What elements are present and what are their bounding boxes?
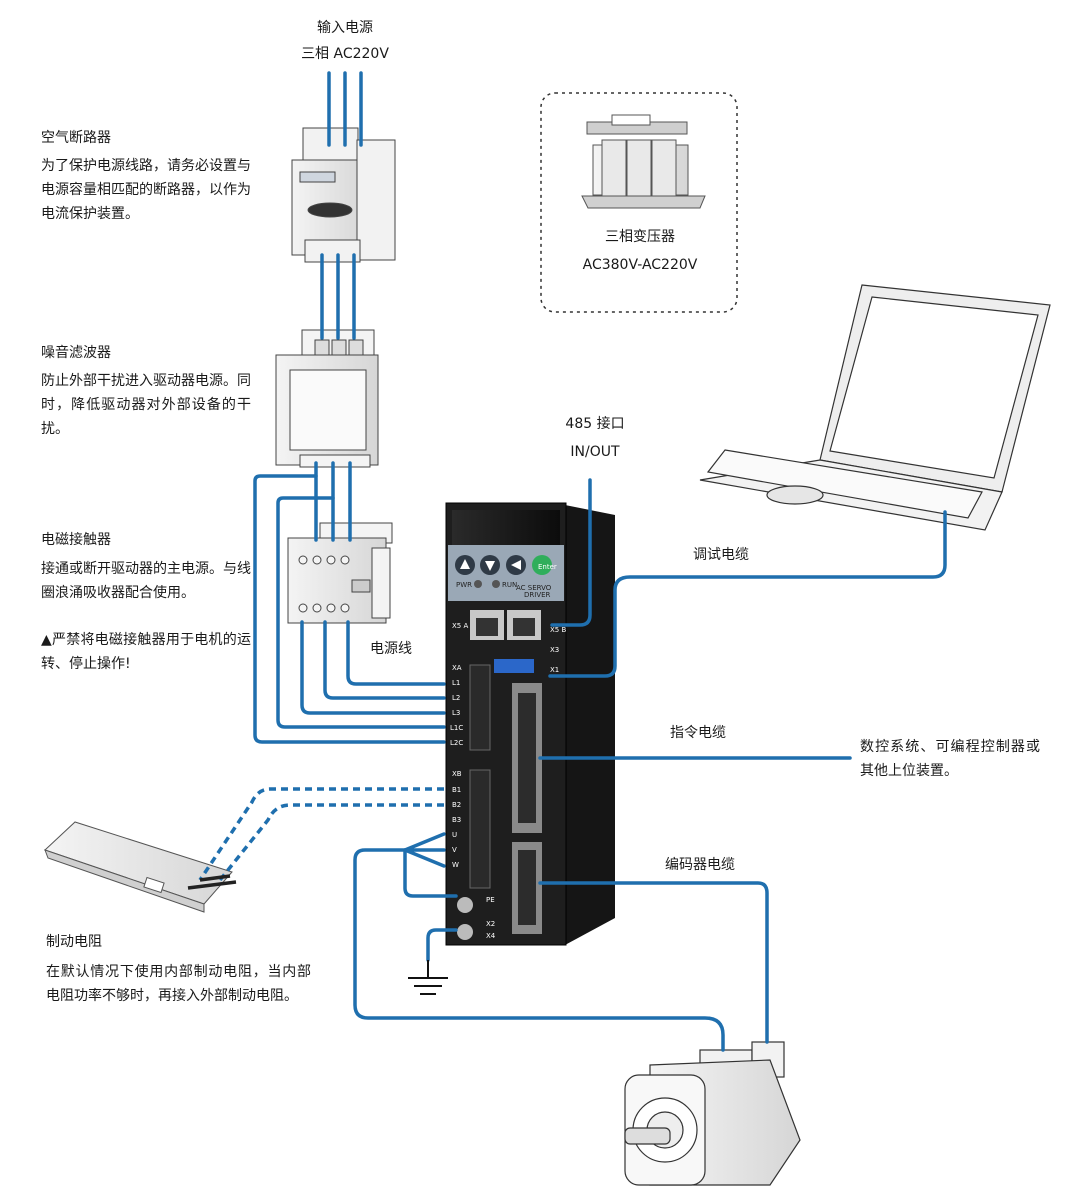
b2-label: B2: [452, 801, 461, 809]
l3-label: L3: [452, 709, 460, 717]
filter-desc: 防止外部干扰进入驱动器电源。同时，降低驱动器对外部设备的干扰。: [41, 373, 251, 437]
brake-resistor-cables: [198, 787, 444, 882]
brake-resistor-desc: 在默认情况下使用内部制动电阻，当内部电阻功率不够时，再接入外部制动电阻。: [46, 964, 311, 1004]
power-input-spec: 三相 AC220V: [301, 46, 389, 62]
x5a-label: X5 A: [452, 622, 468, 630]
x4-label: X4: [486, 932, 496, 940]
l1-label: L1: [452, 679, 460, 687]
w-label: W: [452, 861, 459, 869]
brake-resistor-image: [44, 821, 233, 913]
cables: [253, 71, 947, 1052]
pwr-led-label: PWR: [456, 581, 472, 589]
noise-filter-image: [275, 329, 379, 468]
brake-resistor-leads: [187, 874, 237, 890]
brake-resistor-title: 制动电阻: [46, 934, 102, 950]
ground-symbol: [408, 960, 448, 995]
laptop-image: [699, 284, 1051, 531]
contactor-desc: 接通或断开驱动器的主电源。与线圈浪涌吸收器配合使用。: [41, 561, 251, 601]
driver-port-labels: Enter PWR RUN AC SERVO DRIVER X5 A X5 B …: [450, 563, 566, 940]
contactor-warning: ▲严禁将电磁接触器用于电机的运转、停止操作!: [41, 632, 251, 672]
debug-cable-label: 调试电缆: [693, 547, 749, 563]
command-cable-label: 指令电缆: [670, 725, 726, 741]
x5b-label: X5 B: [550, 626, 566, 634]
transformer-optional-frame: [540, 92, 738, 313]
l2c-label: L2C: [450, 739, 463, 747]
l2-label: L2: [452, 694, 460, 702]
l1c-label: L1C: [450, 724, 463, 732]
transformer-title: 三相变压器: [605, 229, 675, 245]
x2-label: X2: [486, 920, 495, 928]
transformer-spec: AC380V-AC220V: [582, 257, 698, 273]
breaker-title: 空气断路器: [41, 130, 111, 146]
servo-motor-image: [624, 1041, 801, 1186]
contactor-image: [287, 522, 393, 624]
x1-label: X1: [550, 666, 559, 674]
xa-label: XA: [452, 664, 462, 672]
servo-driver: [445, 502, 615, 946]
transformer-image: [581, 114, 706, 209]
power-input-title: 输入电源: [317, 20, 373, 36]
breaker-desc: 为了保护电源线路，请务必设置与电源容量相匹配的断路器，以作为电流保护装置。: [41, 158, 251, 222]
encoder-cable-label: 编码器电缆: [665, 857, 735, 873]
xb-label: XB: [452, 770, 462, 778]
pe-label: PE: [486, 896, 495, 904]
u-label: U: [452, 831, 457, 839]
contactor-title: 电磁接触器: [41, 532, 111, 548]
filter-title: 噪音滤波器: [41, 345, 111, 361]
b3-label: B3: [452, 816, 461, 824]
rs485-title: 485 接口: [565, 416, 625, 432]
host-controller-label: 数控系统、可编程控制器或其他上位装置。: [860, 739, 1040, 779]
brand-line1: AC SERVO: [516, 584, 552, 592]
rs485-sub: IN/OUT: [570, 444, 620, 460]
air-breaker-image: [291, 127, 396, 263]
b1-label: B1: [452, 786, 461, 794]
v-label: V: [452, 846, 457, 854]
brand-line2: DRIVER: [524, 591, 551, 599]
enter-button-label: Enter: [538, 563, 557, 571]
power-line-label: 电源线: [370, 641, 412, 657]
x3-label: X3: [550, 646, 559, 654]
run-led-label: RUN: [502, 581, 517, 589]
